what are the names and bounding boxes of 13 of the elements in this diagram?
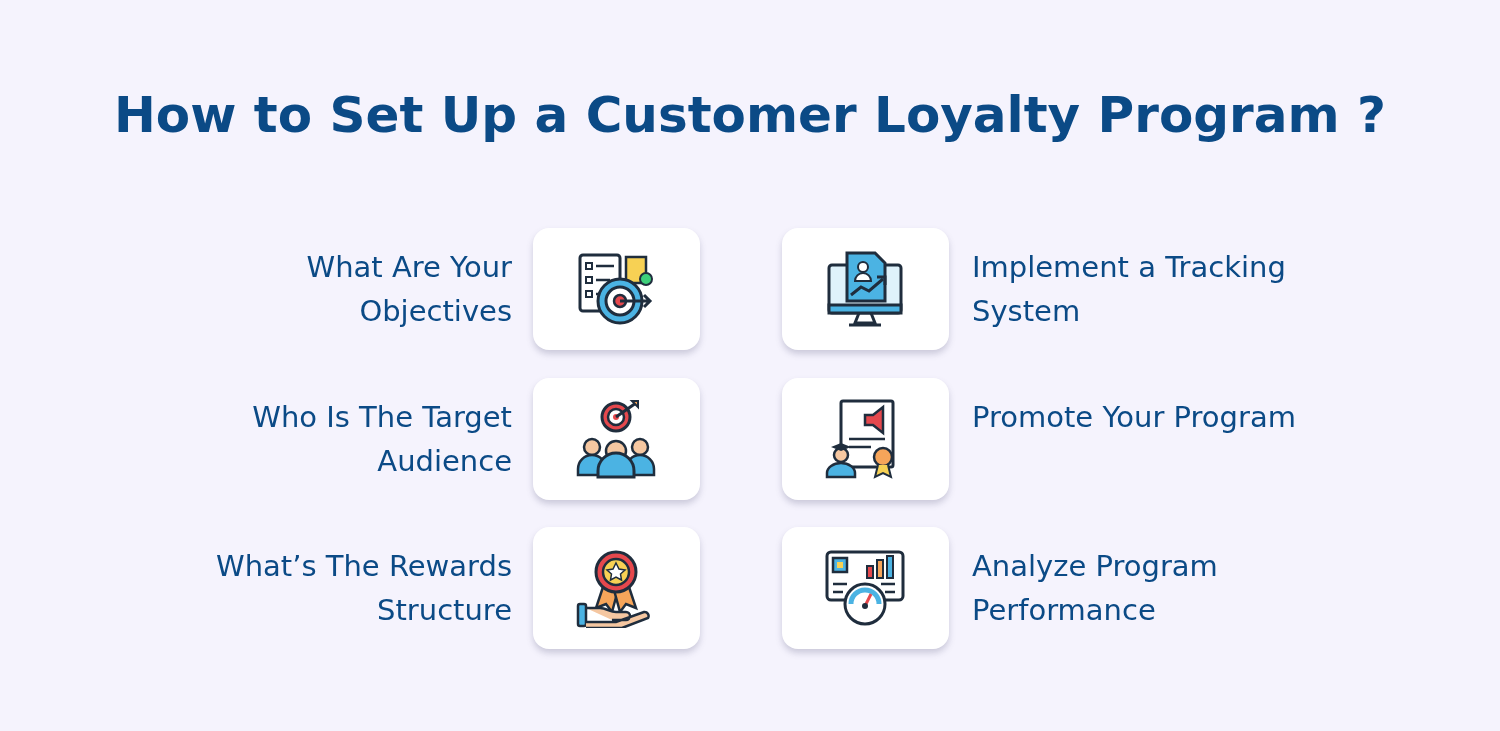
step-label: What Are Your Objectives xyxy=(305,249,512,330)
step-label: Who Is The Target Audience xyxy=(251,399,512,480)
title: How to Set Up a Customer Loyalty Program ? xyxy=(113,85,1387,146)
icon-card xyxy=(782,378,949,500)
step-label: Implement a Tracking System xyxy=(972,249,1287,330)
icon-card xyxy=(782,228,949,350)
icon-card xyxy=(782,527,949,649)
icon-card xyxy=(533,228,700,350)
icon-card xyxy=(533,527,700,649)
step-label: Analyze Program Performance xyxy=(972,548,1219,629)
icon-card xyxy=(533,378,700,500)
step-label: What’s The Rewards Structure xyxy=(215,548,512,629)
step-label: Promote Your Program xyxy=(972,399,1297,436)
